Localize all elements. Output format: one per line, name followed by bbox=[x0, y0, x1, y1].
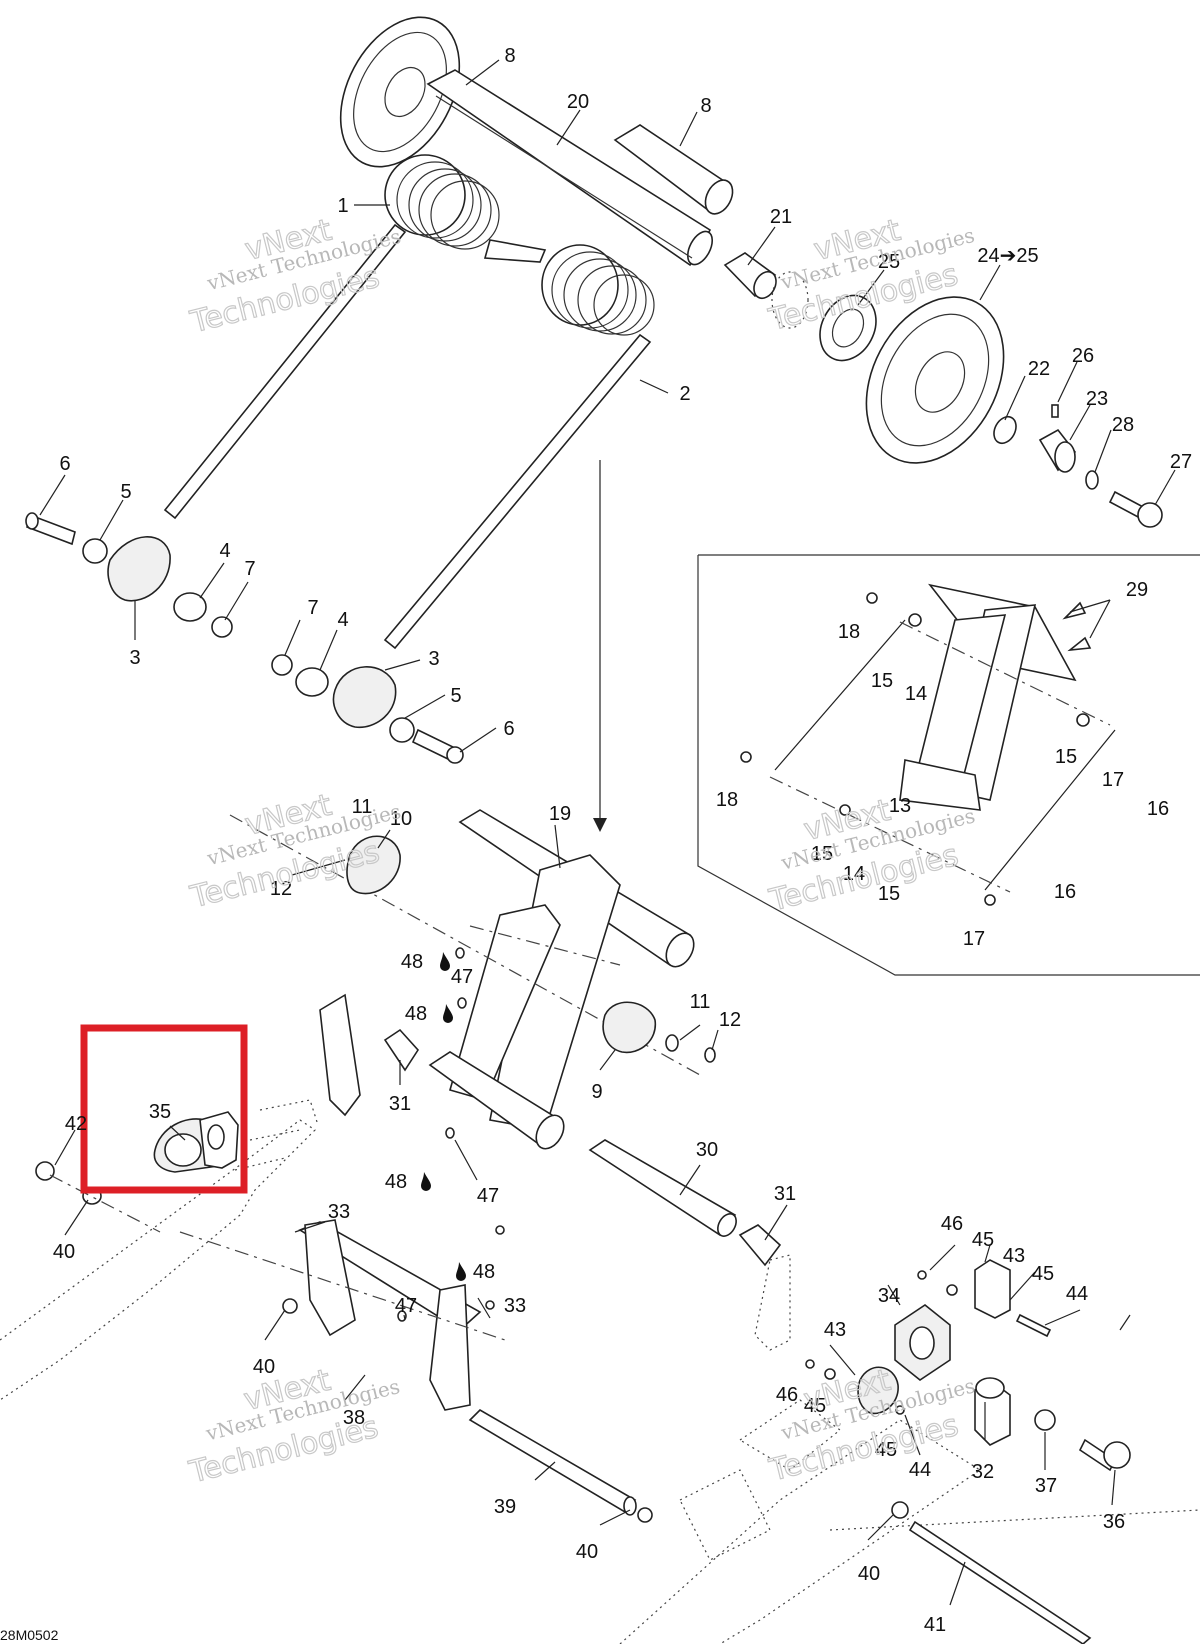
callout-43-b: 43 bbox=[824, 1319, 846, 1341]
highlight-frame bbox=[80, 1024, 248, 1194]
callout-15-upper: 15 bbox=[871, 670, 893, 692]
callout-20: 20 bbox=[567, 91, 589, 113]
callout-45-a: 45 bbox=[972, 1229, 994, 1251]
callout-26: 26 bbox=[1072, 345, 1094, 367]
callout-24: 24➔25 bbox=[977, 245, 1038, 267]
diagram-code: 28M0502 bbox=[0, 1627, 59, 1643]
callout-18-upper: 18 bbox=[838, 621, 860, 643]
callout-4-left: 4 bbox=[219, 540, 230, 562]
callout-17-upper: 17 bbox=[1102, 769, 1124, 791]
callout-labels: 8 8 20 1 2 21 25 24➔25 22 26 23 28 27 6 … bbox=[53, 45, 1192, 1636]
callout-33-a: 33 bbox=[328, 1201, 350, 1223]
grease-drop-icons bbox=[421, 952, 466, 1281]
callout-40-c: 40 bbox=[576, 1541, 598, 1563]
callout-46-a: 46 bbox=[941, 1213, 963, 1235]
assembly-arrow bbox=[593, 460, 607, 832]
callout-23: 23 bbox=[1086, 388, 1108, 410]
callout-29: 29 bbox=[1126, 579, 1148, 601]
callout-14-lower: 14 bbox=[843, 863, 865, 885]
callout-17-lower: 17 bbox=[963, 928, 985, 950]
oil-drop-icon bbox=[456, 1262, 466, 1281]
callout-32: 32 bbox=[972, 1461, 994, 1483]
callout-14-upper: 14 bbox=[905, 683, 927, 705]
left-spring-hardware bbox=[25, 512, 233, 638]
callout-5-left: 5 bbox=[120, 481, 131, 503]
callout-11-upper: 11 bbox=[352, 796, 373, 818]
callout-12-upper: 12 bbox=[270, 878, 292, 900]
callout-18-lower: 18 bbox=[716, 789, 738, 811]
callout-9: 9 bbox=[591, 1081, 602, 1103]
callout-15-mid: 15 bbox=[1055, 746, 1077, 768]
callout-7-right: 7 bbox=[307, 597, 318, 619]
callout-30: 30 bbox=[696, 1139, 718, 1161]
callout-1: 1 bbox=[337, 195, 348, 217]
callout-13: 13 bbox=[889, 795, 911, 817]
callout-39: 39 bbox=[494, 1496, 516, 1518]
callout-43-a: 43 bbox=[1003, 1245, 1025, 1267]
callout-47-c: 47 bbox=[395, 1295, 417, 1317]
lower-frame-assembly bbox=[0, 1099, 1200, 1644]
callout-6-right: 6 bbox=[503, 718, 514, 740]
callout-48-c: 48 bbox=[385, 1171, 407, 1193]
callout-16-upper: 16 bbox=[1147, 798, 1169, 820]
callout-47-b: 47 bbox=[477, 1185, 499, 1207]
callout-38: 38 bbox=[343, 1407, 365, 1429]
callout-33-b: 33 bbox=[504, 1295, 526, 1317]
callout-47-a: 47 bbox=[451, 966, 473, 988]
callout-42: 42 bbox=[65, 1113, 87, 1135]
callout-27: 27 bbox=[1170, 451, 1192, 473]
oil-drop-icon bbox=[440, 952, 450, 971]
upper-wheel-assembly bbox=[163, 16, 1163, 650]
callout-36: 36 bbox=[1103, 1511, 1125, 1533]
callout-45-d: 45 bbox=[875, 1439, 897, 1461]
callout-3-right: 3 bbox=[428, 648, 439, 670]
callout-31-upper: 31 bbox=[389, 1093, 411, 1115]
part-35-shape bbox=[153, 1111, 239, 1173]
callout-40-b: 40 bbox=[253, 1356, 275, 1378]
callout-16-lower: 16 bbox=[1054, 881, 1076, 903]
callout-37: 37 bbox=[1035, 1475, 1057, 1497]
callout-45-b: 45 bbox=[1032, 1263, 1054, 1285]
oil-drop-icon bbox=[421, 1172, 431, 1191]
callout-10: 10 bbox=[390, 808, 412, 830]
callout-5-right: 5 bbox=[450, 685, 461, 707]
swing-arm-assembly bbox=[229, 809, 782, 1322]
callout-45-c: 45 bbox=[804, 1395, 826, 1417]
callout-8-sleeve: 8 bbox=[700, 95, 711, 117]
inset-frame bbox=[697, 554, 1200, 976]
callout-48-b: 48 bbox=[405, 1003, 427, 1025]
callout-44-b: 44 bbox=[909, 1459, 931, 1481]
callout-25: 25 bbox=[878, 251, 900, 273]
callout-6-left: 6 bbox=[59, 453, 70, 475]
callout-41: 41 bbox=[924, 1614, 946, 1636]
callout-22: 22 bbox=[1028, 358, 1050, 380]
callout-15-lower: 15 bbox=[878, 883, 900, 905]
callout-34: 34 bbox=[878, 1285, 900, 1307]
callout-7-left: 7 bbox=[244, 558, 255, 580]
callout-40-a: 40 bbox=[53, 1241, 75, 1263]
watermarks: vNext vNext Technologies Technologies vN… bbox=[185, 212, 978, 1491]
callout-15-lower-left: 15 bbox=[811, 843, 833, 865]
callout-28: 28 bbox=[1112, 414, 1134, 436]
callout-48-d: 48 bbox=[473, 1261, 495, 1283]
callout-19: 19 bbox=[549, 803, 571, 825]
highlight-box[interactable]: 35 bbox=[80, 1024, 248, 1194]
callout-44-a: 44 bbox=[1066, 1283, 1088, 1305]
callout-4-right: 4 bbox=[337, 609, 348, 631]
callout-35: 35 bbox=[149, 1101, 171, 1123]
callout-40-d: 40 bbox=[858, 1563, 880, 1585]
callout-21: 21 bbox=[770, 206, 792, 228]
callout-48-a: 48 bbox=[401, 951, 423, 973]
callout-46-b: 46 bbox=[776, 1384, 798, 1406]
callout-2: 2 bbox=[679, 383, 690, 405]
callout-31-lower: 31 bbox=[774, 1183, 796, 1205]
oil-drop-icon bbox=[443, 1004, 453, 1023]
callout-3-left: 3 bbox=[129, 647, 140, 669]
callout-11-lower: 11 bbox=[690, 991, 711, 1013]
callout-12-lower: 12 bbox=[719, 1009, 741, 1031]
leader-lines bbox=[39, 59, 1176, 1606]
right-spring-hardware bbox=[271, 654, 464, 764]
callout-8-upper: 8 bbox=[504, 45, 515, 67]
